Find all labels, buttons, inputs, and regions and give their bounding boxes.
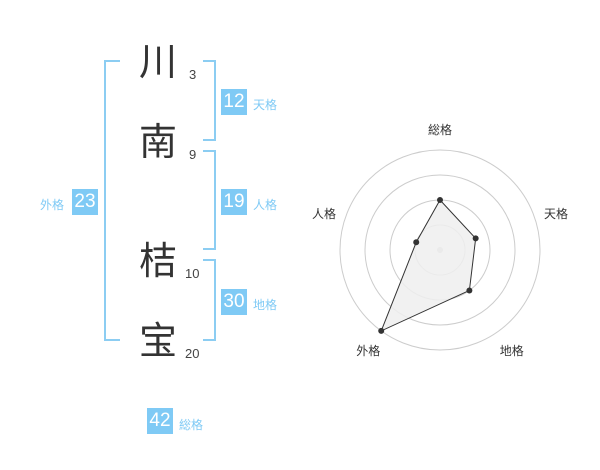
jinkaku-bracket <box>203 150 216 250</box>
gaikaku-badge: 23 <box>72 189 98 215</box>
radar-grid-ring <box>364 174 516 326</box>
radar-series-polygon <box>380 199 477 332</box>
name-char-3: 桔 <box>138 239 177 283</box>
tenkaku-bracket <box>203 60 216 141</box>
radar-axis-label: 地格 <box>499 343 524 358</box>
radar-axis-label: 天格 <box>544 207 569 222</box>
name-char-4: 宝 <box>138 319 177 363</box>
chikaku-bracket <box>203 259 216 341</box>
stroke-count-4: 20 <box>185 346 200 361</box>
radar-point-2 <box>472 235 479 242</box>
tenkaku-badge: 12 <box>221 89 247 115</box>
radar-axis-label: 総格 <box>427 123 453 137</box>
jinkaku-badge: 19 <box>221 189 247 215</box>
radar-point-4 <box>378 327 385 334</box>
soukaku-label: 総格 <box>179 418 204 432</box>
radar-point-5 <box>413 239 420 246</box>
name-char-2: 南 <box>138 120 177 164</box>
gaikaku-label: 外格 <box>40 198 65 212</box>
chikaku-badge: 30 <box>221 289 247 315</box>
soukaku-badge: 42 <box>147 408 173 434</box>
radar-point-3 <box>466 287 473 294</box>
jinkaku-label: 人格 <box>253 198 278 212</box>
gaikaku-bracket <box>104 60 120 341</box>
radar-point-1 <box>437 197 443 203</box>
radar-axis-label: 外格 <box>356 343 381 358</box>
name-char-1: 川 <box>138 40 177 84</box>
radar-axis-label: 人格 <box>311 207 336 222</box>
stroke-count-2: 9 <box>189 147 197 162</box>
stroke-count-1: 3 <box>189 67 197 82</box>
tenkaku-label: 天格 <box>253 98 278 112</box>
chikaku-label: 地格 <box>253 298 278 312</box>
stroke-count-3: 10 <box>185 266 200 281</box>
radar-grid-ring <box>339 149 541 351</box>
